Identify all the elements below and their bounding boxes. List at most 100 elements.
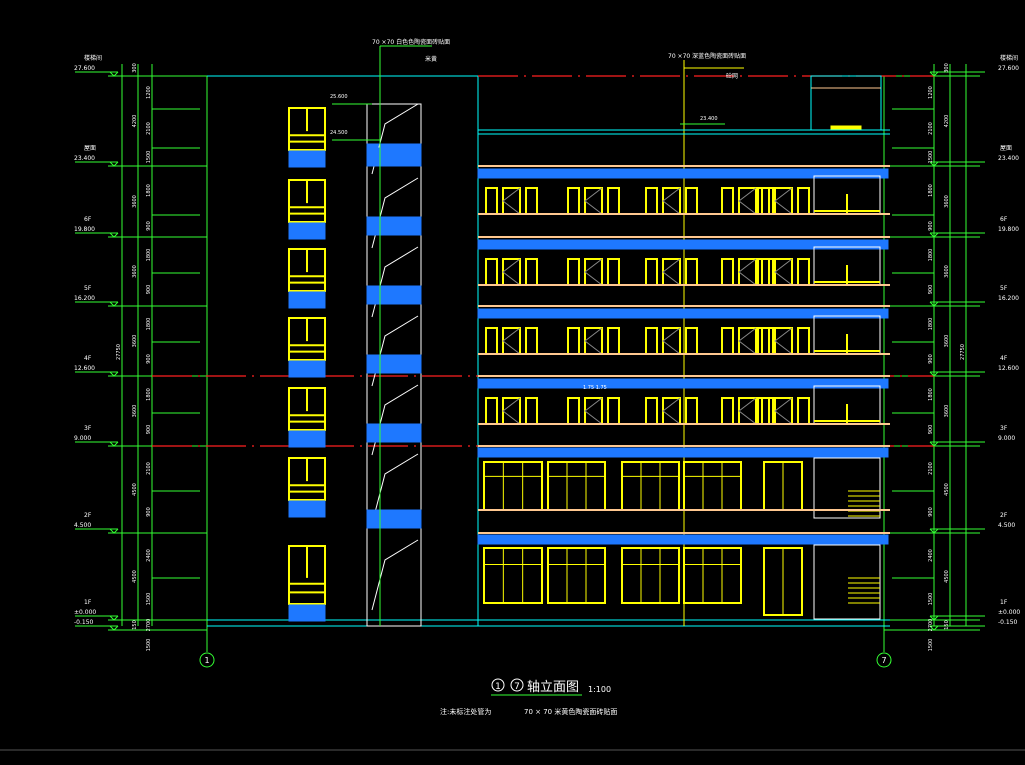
door-panel (774, 327, 793, 355)
dim-inner-right: 1800 (928, 249, 934, 262)
tile-band (477, 168, 889, 179)
level-name-right: 屋面 (1000, 145, 1012, 152)
door-swing (584, 327, 603, 355)
dim-inner-right: 1500 (928, 593, 934, 606)
dim-inner-left: 900 (146, 285, 152, 295)
level-elev-right: ±0.000 (998, 609, 1020, 616)
door-panel (662, 397, 681, 425)
level-elev-left: 12.600 (74, 365, 95, 372)
dim-text-left: 300 (132, 63, 138, 73)
door-narrow (685, 327, 698, 355)
door-narrow (757, 258, 770, 286)
dim-inner-right: 2700 (928, 619, 934, 632)
tile-panel (288, 291, 326, 309)
dim-inner-right: 1200 (928, 86, 934, 99)
dim-inner-left: 1500 (146, 639, 152, 652)
storefront-window (621, 461, 680, 511)
door-panel (584, 187, 603, 215)
door-narrow (485, 187, 498, 215)
door-panel (584, 327, 603, 355)
dim-text-right: 150 (944, 620, 950, 630)
stair-flight (371, 539, 419, 611)
level-name-left: 5F (84, 285, 92, 292)
level-elev-right: 27.600 (998, 65, 1019, 72)
dim-text-right: 3600 (944, 195, 950, 208)
axis-bubble-1 (199, 652, 215, 668)
dim-inner-left: 1500 (146, 593, 152, 606)
door-swing (662, 397, 681, 425)
door-swing (502, 258, 521, 286)
stair-tile-band (366, 147, 422, 167)
stair-flight (371, 384, 419, 456)
drawing-scale: 1:100 (588, 685, 611, 694)
callout-main-sub: 砼网 (726, 72, 738, 80)
door-narrow (567, 258, 580, 286)
level-triangle-right (929, 161, 939, 167)
level-triangle-left (109, 615, 119, 621)
door-narrow (761, 397, 774, 425)
door-narrow (797, 327, 810, 355)
dim-text-left: 3600 (132, 335, 138, 348)
stair-tile-band (366, 216, 422, 236)
level-elev-right: -0.150 (998, 619, 1018, 626)
door-panel (738, 327, 757, 355)
storefront-window (547, 461, 606, 511)
level-elev-left: 19.800 (74, 226, 95, 233)
door-narrow (797, 187, 810, 215)
level-name-left: 2F (84, 512, 92, 519)
door-narrow (525, 397, 538, 425)
door-narrow (525, 187, 538, 215)
door-panel (774, 187, 793, 215)
note-right: 70 × 70 米黄色陶瓷面砖贴面 (524, 707, 617, 716)
door-narrow (797, 258, 810, 286)
storefront-window (483, 547, 543, 604)
axis-bubble-7 (876, 652, 892, 668)
level-triangle-left (109, 371, 119, 377)
dim-text-left: 3600 (132, 265, 138, 278)
door-narrow (761, 327, 774, 355)
dim-text-left: 4200 (132, 115, 138, 128)
level-elev-left: 9.000 (74, 435, 91, 442)
dim-inner-left: 2700 (146, 619, 152, 632)
dim-total-right: 27750 (960, 344, 966, 360)
tile-panel (288, 430, 326, 448)
dim-inner-right: 900 (928, 425, 934, 435)
tile-panel (288, 604, 326, 622)
level-triangle-left (109, 625, 119, 631)
door-panel (662, 327, 681, 355)
door-swing (774, 327, 793, 355)
dim-text-right: 3600 (944, 335, 950, 348)
dim-text-right: 4500 (944, 483, 950, 496)
tile-panel (288, 222, 326, 240)
door-swing (584, 397, 603, 425)
door-swing (774, 258, 793, 286)
callout-main-text: 70 ×70 深蓝色陶瓷面砖贴面 (668, 52, 746, 60)
door-narrow (567, 327, 580, 355)
dim-text-left: 3600 (132, 405, 138, 418)
storefront-window (483, 461, 543, 511)
roof-hatch (830, 125, 862, 131)
door-narrow (567, 397, 580, 425)
level-triangle-right (929, 301, 939, 307)
note-left: 注:未标注处管为 (440, 707, 491, 716)
door-narrow (607, 187, 620, 215)
level-triangle-right (929, 615, 939, 621)
door-narrow (607, 258, 620, 286)
level-triangle-right (929, 71, 939, 77)
door-narrow (721, 397, 734, 425)
door-swing (584, 187, 603, 215)
dim-text-right: 3600 (944, 405, 950, 418)
door-narrow (485, 327, 498, 355)
storefront-window (683, 461, 742, 511)
drawing-title: 轴立面图 (527, 680, 579, 695)
axis-label-1: 1 (204, 656, 209, 665)
door-narrow (761, 187, 774, 215)
door-narrow (645, 397, 658, 425)
door-narrow (797, 397, 810, 425)
dim-text-left: 3600 (132, 195, 138, 208)
door-narrow (757, 397, 770, 425)
dim-inner-right: 900 (928, 285, 934, 295)
door-narrow (607, 397, 620, 425)
